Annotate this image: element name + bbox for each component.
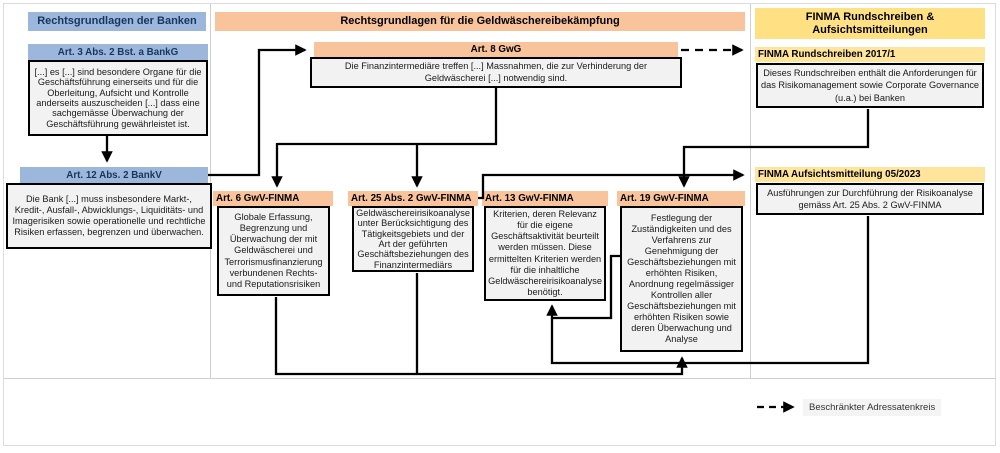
node-art3-header: Art. 3 Abs. 2 Bst. a BankG: [28, 44, 208, 60]
node-art13-body: Kriterien, deren Relevanz für die eigene…: [484, 206, 606, 301]
node-art25-header: Art. 25 Abs. 2 GwV-FINMA: [348, 191, 478, 206]
node-art12-body: Die Bank [...] muss insbesondere Markt-,…: [6, 183, 212, 249]
node-art12-header: Art. 12 Abs. 2 BankV: [20, 167, 208, 183]
column-header-finma: FINMA Rundschreiben & Aufsichtsmitteilun…: [755, 8, 985, 39]
node-art8-body: Die Finanzintermediäre treffen [...] Mas…: [310, 57, 682, 88]
diagram-frame: [3, 3, 996, 446]
column-header-geldwaesche: Rechtsgrundlagen für die Geldwäschereibe…: [215, 12, 745, 31]
node-am2023-header: FINMA Aufsichtsmitteilung 05/2023: [755, 167, 985, 182]
node-art25-body: Geldwäschereirisikoanalyse unter Berücks…: [352, 206, 474, 272]
column-separator-right: [750, 4, 751, 378]
node-am2023-body: Ausführungen zur Durchführung der Risiko…: [756, 183, 984, 215]
node-art13-header: Art. 13 GwV-FINMA: [482, 191, 608, 206]
node-art3-body: [...] es [...] sind besondere Organe für…: [28, 60, 208, 136]
node-art8-header: Art. 8 GwG: [314, 42, 678, 57]
bottom-separator: [4, 378, 996, 379]
node-art6-header: Art. 6 GwV-FINMA: [213, 191, 333, 206]
node-rs2017-body: Dieses Rundschreiben enthält die Anforde…: [756, 63, 984, 108]
node-art6-body: Globale Erfassung, Begrenzung und Überwa…: [217, 206, 330, 296]
node-art19-body: Festlegung der Zuständigkeiten und des V…: [620, 206, 743, 352]
column-header-banken: Rechtsgrundlagen der Banken: [28, 12, 206, 31]
node-rs2017-header: FINMA Rundschreiben 2017/1: [755, 47, 985, 62]
legend-label: Beschränkter Adressatenkreis: [803, 399, 942, 416]
node-art19-header: Art. 19 GwV-FINMA: [617, 191, 745, 206]
